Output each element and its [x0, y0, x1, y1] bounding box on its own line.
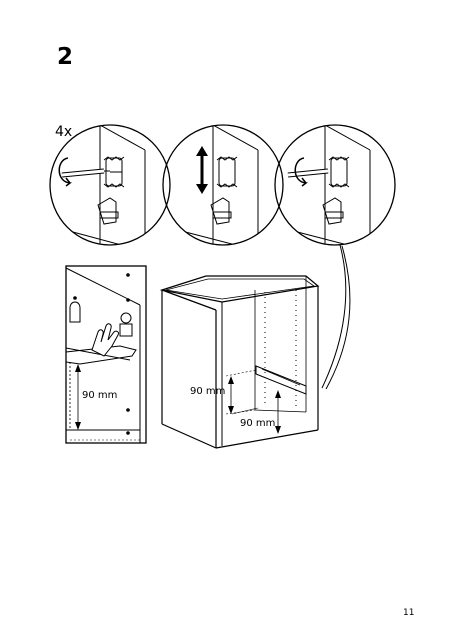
side-panel-detail: [65, 265, 147, 444]
measurement-label-vertical: 90 mm: [190, 386, 225, 397]
rotate-arrow-icon: [294, 157, 309, 187]
detail-circle-3: [274, 124, 396, 246]
cabinet-illustration: [159, 275, 320, 449]
screwdriver-icon: [287, 168, 329, 178]
measurement-label-floor: 90 mm: [240, 418, 275, 429]
step-number: 2: [57, 44, 74, 70]
detail-circle-2: [162, 124, 284, 246]
cam-screw-icon: [216, 156, 238, 188]
leader-line: [321, 244, 351, 390]
hand-icon: [91, 323, 119, 357]
page-number: 11: [403, 608, 415, 618]
cam-screw-icon: [328, 156, 350, 188]
quantity-callout: 4x: [55, 124, 73, 140]
cam-screw-icon: [103, 156, 125, 188]
screwdriver-icon: [61, 168, 110, 178]
detail-circle-1: [49, 124, 171, 246]
measurement-label-left: 90 mm: [82, 390, 117, 401]
rotate-arrow-icon: [58, 157, 73, 187]
up-down-arrow-icon: [196, 146, 208, 194]
